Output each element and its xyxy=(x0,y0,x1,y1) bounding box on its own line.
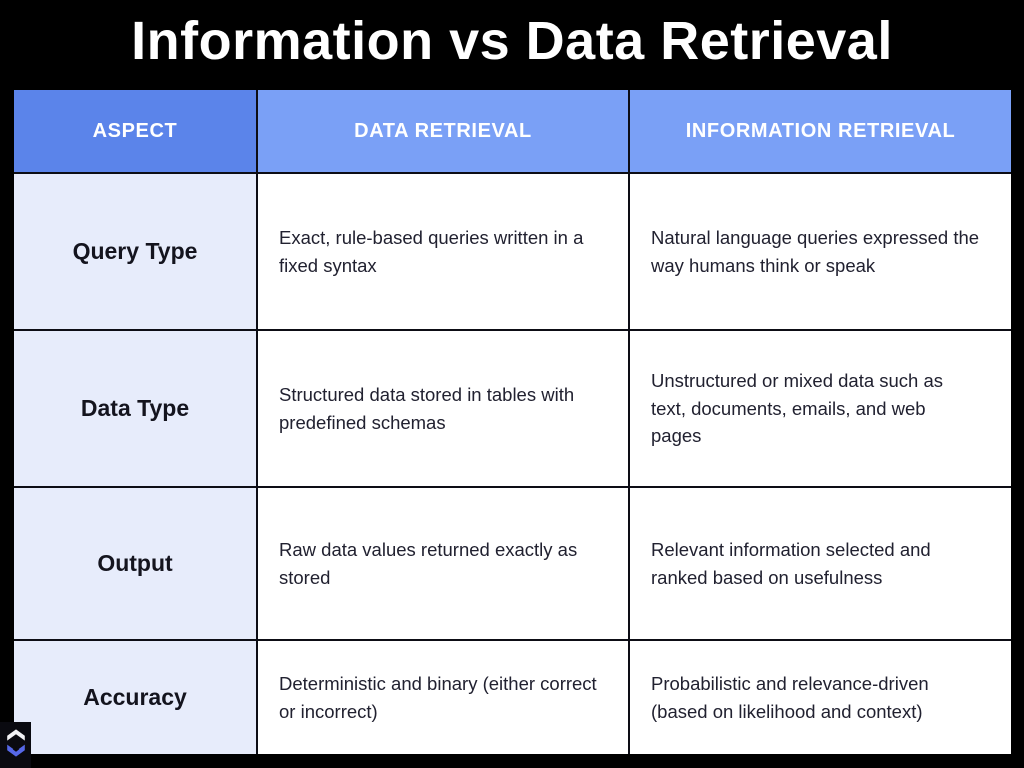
row-output-data-retrieval: Raw data values returned exactly as stor… xyxy=(258,488,628,639)
column-header-data-retrieval: DATA RETRIEVAL xyxy=(258,90,628,172)
row-output-aspect: Output xyxy=(14,488,256,639)
comparison-table: ASPECT DATA RETRIEVAL INFORMATION RETRIE… xyxy=(14,90,1011,754)
gem-logo-icon xyxy=(4,725,28,766)
row-data-type-information-retrieval: Unstructured or mixed data such as text,… xyxy=(630,331,1011,486)
row-query-type-data-retrieval: Exact, rule-based queries written in a f… xyxy=(258,174,628,329)
row-output-information-retrieval: Relevant information selected and ranked… xyxy=(630,488,1011,639)
page-title: Information vs Data Retrieval xyxy=(131,11,893,71)
row-accuracy-aspect: Accuracy xyxy=(14,641,256,754)
row-query-type-aspect: Query Type xyxy=(14,174,256,329)
row-accuracy-information-retrieval: Probabilistic and relevance-driven (base… xyxy=(630,641,1011,754)
column-header-aspect: ASPECT xyxy=(14,90,256,172)
row-query-type-information-retrieval: Natural language queries expressed the w… xyxy=(630,174,1011,329)
brand-logo-badge xyxy=(0,722,31,768)
row-data-type-aspect: Data Type xyxy=(14,331,256,486)
row-accuracy-data-retrieval: Deterministic and binary (either correct… xyxy=(258,641,628,754)
column-header-information-retrieval: INFORMATION RETRIEVAL xyxy=(630,90,1011,172)
row-data-type-data-retrieval: Structured data stored in tables with pr… xyxy=(258,331,628,486)
